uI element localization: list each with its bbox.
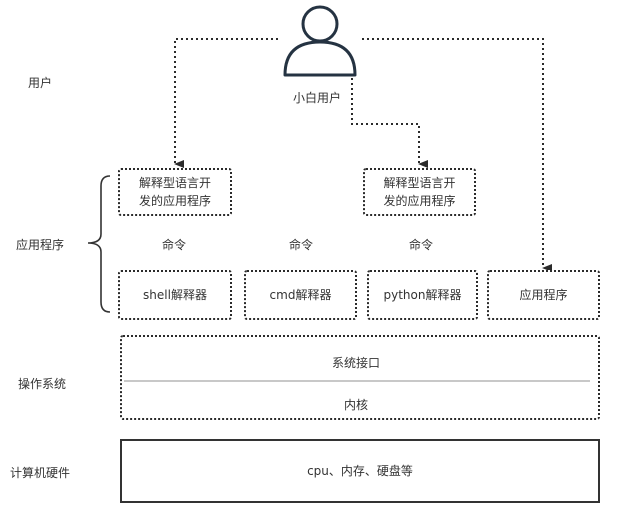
- interpreted-app-line1: 解释型语言开: [383, 176, 456, 190]
- hardware-box: cpu、内存、硬盘等: [120, 439, 600, 503]
- system-interface-label: 系统接口: [331, 356, 381, 370]
- user-actor-label: 小白用户: [293, 91, 342, 105]
- person-icon: [283, 5, 357, 77]
- kernel-label: 内核: [343, 398, 369, 412]
- arrow-user-to-left-app: [174, 38, 278, 168]
- os-divider: [124, 380, 590, 382]
- interpreted-app-box-right: 解释型语言开 发的应用程序: [363, 168, 476, 216]
- layer-label-user: 用户: [28, 76, 53, 90]
- application-brace: [87, 175, 111, 313]
- interpreted-app-line2: 发的应用程序: [138, 194, 211, 208]
- layer-label-hardware: 计算机硬件: [10, 466, 71, 480]
- interpreter-box-python: python解释器: [367, 270, 478, 320]
- interpreter-box-cmd: cmd解释器: [244, 270, 357, 320]
- arrow-user-to-application: [362, 38, 552, 272]
- application-box: 应用程序: [487, 270, 600, 320]
- interpreter-box-shell: shell解释器: [118, 270, 232, 320]
- arrow-user-to-right-app: [351, 78, 428, 168]
- command-label: 命令: [408, 238, 434, 252]
- interpreted-app-box-left: 解释型语言开 发的应用程序: [118, 168, 232, 216]
- layer-label-application: 应用程序: [16, 238, 65, 252]
- layer-label-os: 操作系统: [18, 377, 67, 391]
- command-label: 命令: [288, 238, 314, 252]
- interpreted-app-line2: 发的应用程序: [383, 194, 456, 208]
- interpreted-app-line1: 解释型语言开: [138, 176, 211, 190]
- os-box: [120, 335, 600, 420]
- command-label: 命令: [161, 238, 187, 252]
